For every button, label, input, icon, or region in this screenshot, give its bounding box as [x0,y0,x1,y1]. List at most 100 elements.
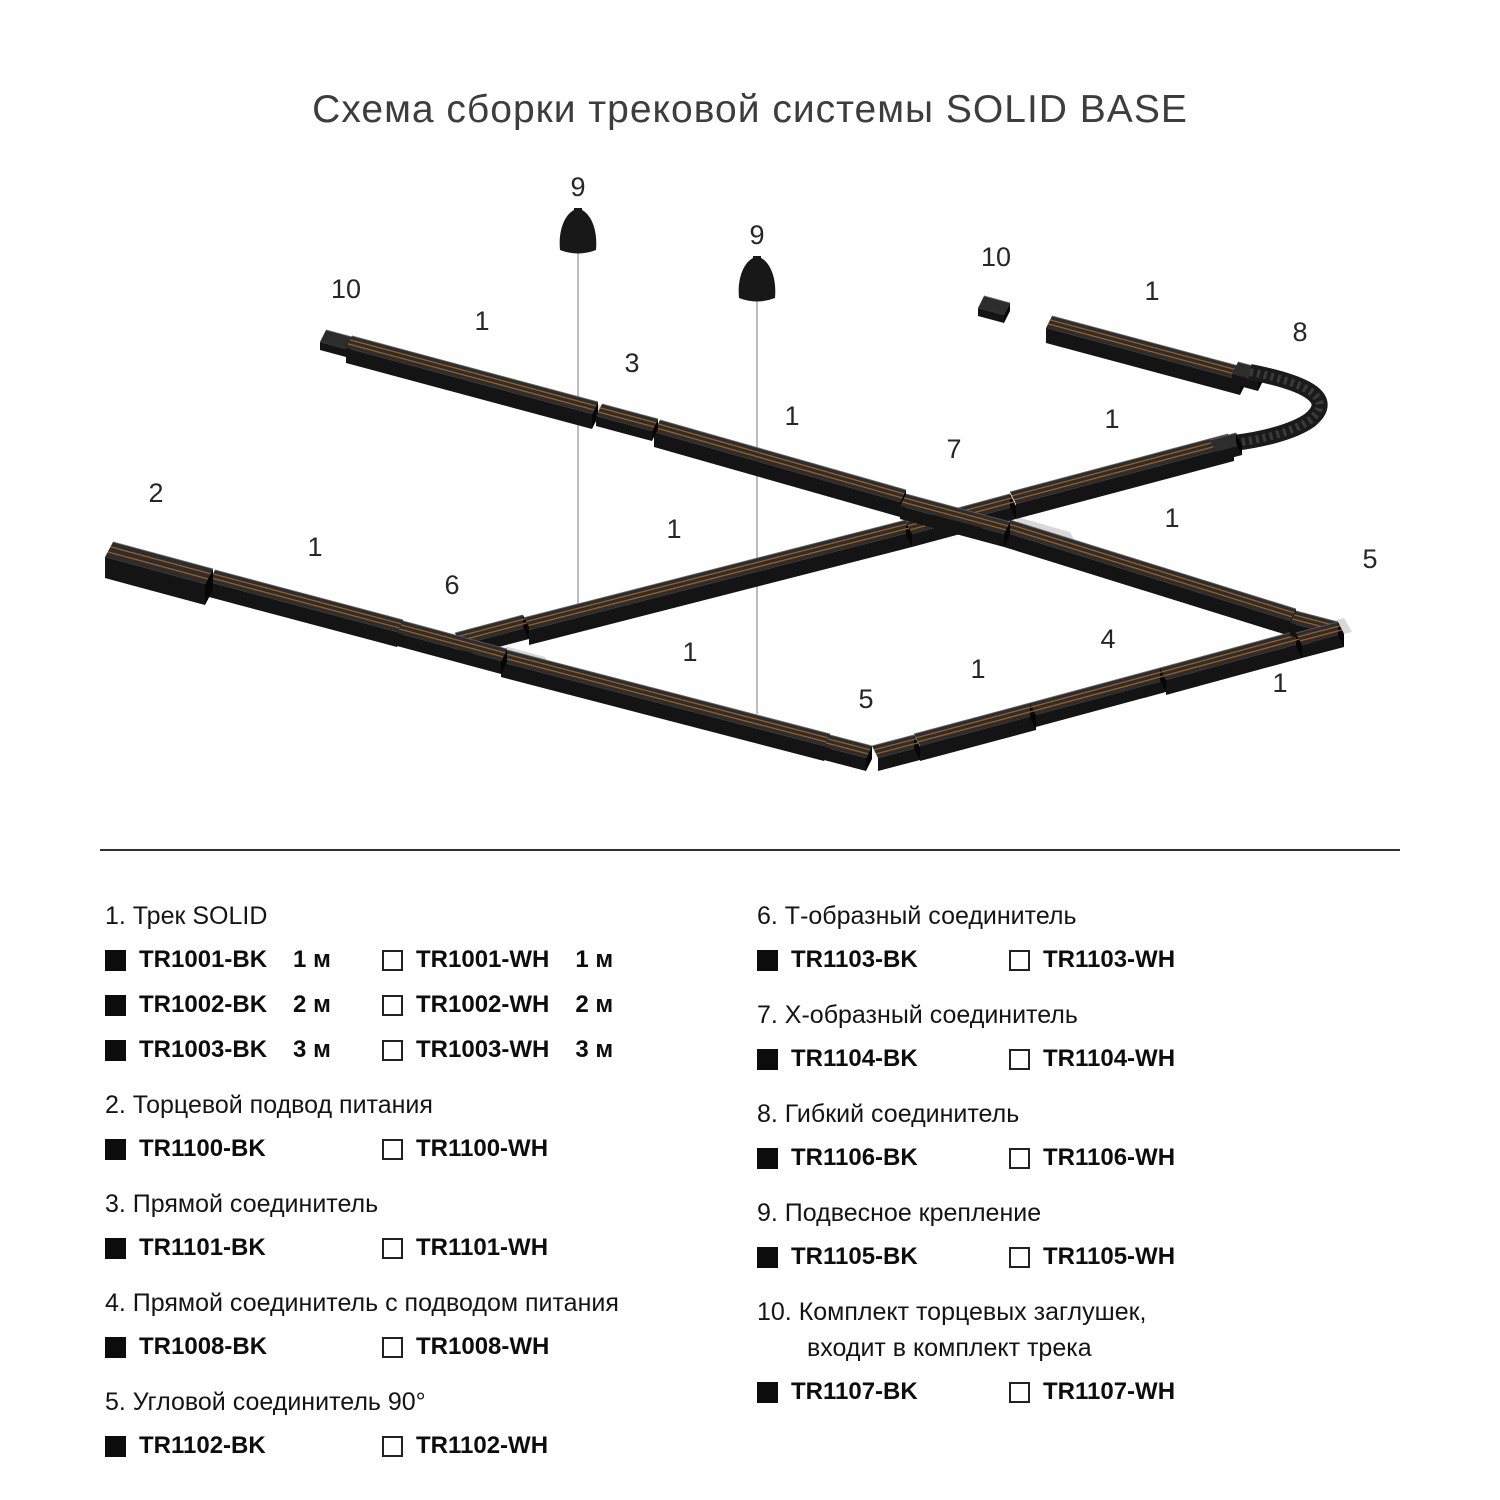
track-end-face [205,569,213,605]
conductor-line [599,407,657,424]
callout-label: 9 [570,172,585,202]
conductor-line [1299,629,1343,642]
legend-item-title: 7. Х-образный соединитель [757,1001,1078,1029]
black-variant: TR1105-BK [757,1243,1009,1271]
variant-row: TR1107-BK TR1107-WH [757,1378,1417,1406]
track-front-face [878,747,920,771]
conductor-line [1049,319,1245,373]
callout-label: 3 [624,348,639,378]
product-code: TR1107-BK [791,1378,918,1405]
track-edge-highlight [1159,630,1297,669]
white-variant: TR1104-WH [1009,1045,1175,1073]
track-end-face [1004,522,1010,547]
white-color-swatch [1009,1048,1030,1070]
callout-label: 2 [148,478,163,508]
legend-item-title: 4. Прямой соединитель с подводом питания [105,1289,619,1317]
corner-connector [1290,610,1344,658]
product-code: TR1101-WH [416,1234,549,1261]
product-code: TR1002-WH [416,991,550,1018]
product-code: TR1105-BK [791,1243,918,1270]
legend-item-title: 9. Подвесное крепление [757,1199,1042,1227]
white-color-swatch [382,949,403,971]
track-segment [522,519,912,645]
flex-end-block [1209,432,1242,462]
white-variant: TR1105-WH [1009,1243,1175,1271]
black-color-swatch [105,1138,126,1160]
conductor-line [1013,441,1233,501]
track-edge-highlight [1009,519,1297,610]
product-code: TR1105-WH [1043,1243,1176,1270]
black-variant: TR1101-BK [105,1234,382,1262]
conductor-line [825,742,869,755]
legend-item: 4. Прямой соединитель с подводом питания… [105,1289,725,1361]
white-variant: TR1103-WH [1009,946,1175,974]
white-variant: TR1001-WH 1 м [382,946,613,974]
white-variant: TR1106-WH [1009,1144,1175,1172]
legend-item-title: 3. Прямой соединитель [105,1190,379,1218]
product-size: 1 м [575,946,614,973]
product-code: TR1102-BK [139,1432,266,1459]
track-edge-highlight [351,335,599,403]
product-code: TR1001-WH [416,946,550,973]
white-color-swatch [382,1138,403,1160]
product-size: 2 м [575,991,614,1018]
track-top-face [654,420,906,502]
variant-row: TR1105-BK TR1105-WH [757,1243,1417,1271]
white-color-swatch [1009,1147,1030,1169]
black-variant: TR1104-BK [757,1045,1009,1073]
track-edge-highlight [905,493,1011,523]
black-variant: TR1106-BK [757,1144,1009,1172]
conductor-line [903,497,1009,527]
black-variant: TR1103-BK [757,946,1009,974]
track-segment [346,335,599,429]
legend-item: 10. Комплект торцевых заглушек,входит в … [757,1298,1417,1406]
white-color-swatch [382,994,403,1016]
corner-connector [824,734,920,771]
black-color-swatch [105,1039,126,1061]
track-edge-highlight [522,519,907,619]
straight-connector [596,403,659,441]
legend-item-title: 6. Т-образный соединитель [757,902,1077,930]
black-color-swatch [757,1246,778,1268]
conductor-line [347,343,595,411]
legend-item-title: 1. Трек SOLID [105,902,268,930]
white-color-swatch [1009,1381,1030,1403]
track-edge-highlight [1009,433,1229,493]
conductor-line [1005,527,1293,618]
track-top-face [346,336,598,414]
conductor-line [1047,323,1243,377]
track-end-face [914,735,920,760]
track-front-face [346,348,592,429]
page-title: Схема сборки трековой системы SOLID BASE [312,88,1188,131]
track-edge-highlight [1295,610,1339,623]
product-code: TR1104-WH [1043,1045,1176,1072]
black-color-swatch [757,949,778,971]
product-size: 1 м [293,946,331,973]
conductor-line [398,628,504,658]
track-front-face [1036,680,1166,727]
white-variant: TR1107-WH [1009,1378,1175,1406]
conductor-line [827,738,871,751]
track-segment [397,620,508,674]
track-segment [1009,433,1234,519]
track-front-face [1016,446,1234,519]
power-straight-connector [1029,667,1166,727]
conductor-line [110,546,211,575]
callout-label: 1 [307,532,322,562]
legend-item-title-line2: входит в комплект трека [807,1334,1092,1362]
track-front-face [1216,445,1242,462]
product-size: 2 м [293,991,331,1018]
track-segment [1004,519,1297,636]
power-feed-connector [105,541,214,605]
track-edge-highlight [454,614,524,634]
conductor-line [917,710,1035,743]
